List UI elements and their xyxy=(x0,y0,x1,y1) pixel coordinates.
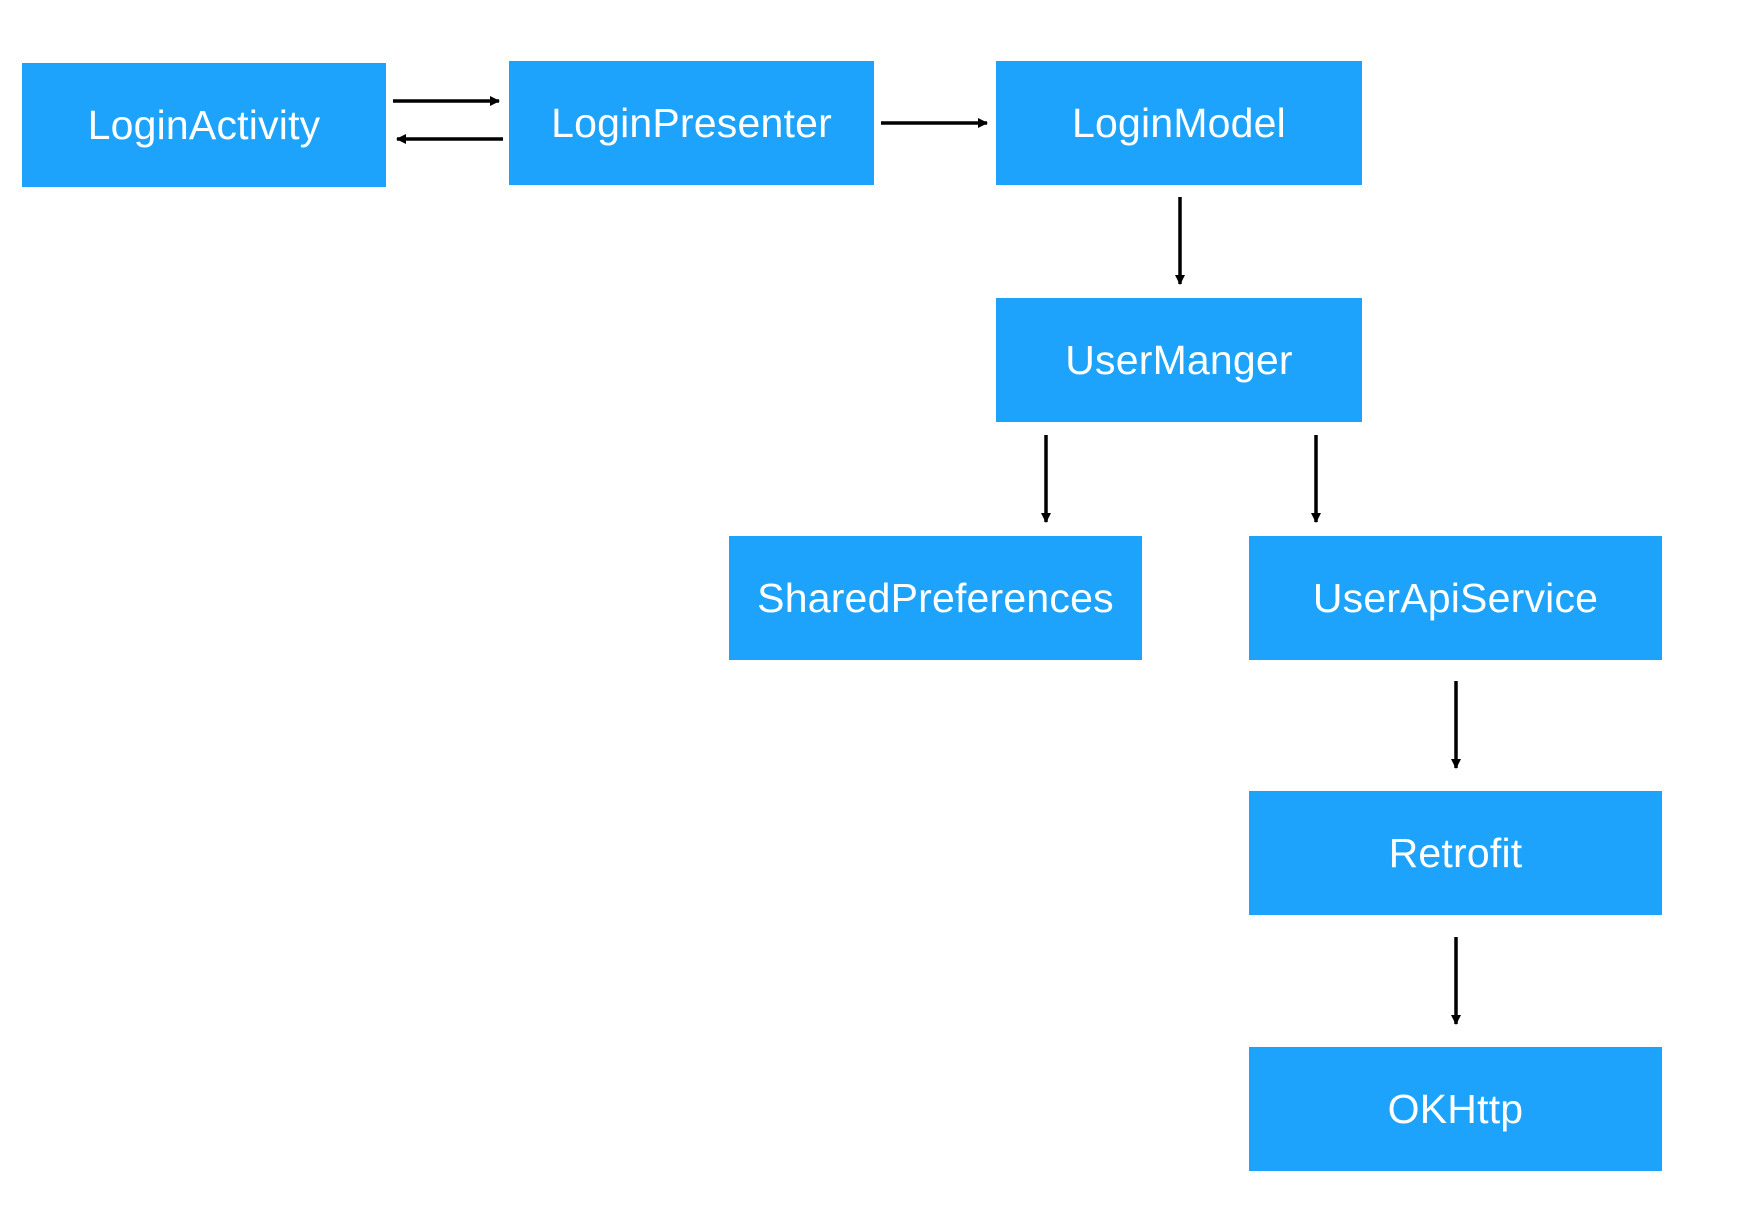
node-login-presenter: LoginPresenter xyxy=(509,61,874,185)
node-user-manger: UserManger xyxy=(996,298,1362,422)
node-okhttp: OKHttp xyxy=(1249,1047,1662,1171)
node-label: OKHttp xyxy=(1387,1085,1524,1132)
node-label: LoginModel xyxy=(1072,99,1286,146)
node-label: UserManger xyxy=(1065,336,1293,383)
node-label: Retrofit xyxy=(1388,829,1523,876)
node-login-activity: LoginActivity xyxy=(22,63,386,187)
node-label: UserApiService xyxy=(1312,574,1599,621)
node-retrofit: Retrofit xyxy=(1249,791,1662,915)
node-label: SharedPreferences xyxy=(757,574,1114,621)
node-shared-preferences: SharedPreferences xyxy=(729,536,1142,660)
node-label: LoginActivity xyxy=(87,101,321,148)
node-login-model: LoginModel xyxy=(996,61,1362,185)
node-user-api-service: UserApiService xyxy=(1249,536,1662,660)
node-label: LoginPresenter xyxy=(551,99,832,146)
